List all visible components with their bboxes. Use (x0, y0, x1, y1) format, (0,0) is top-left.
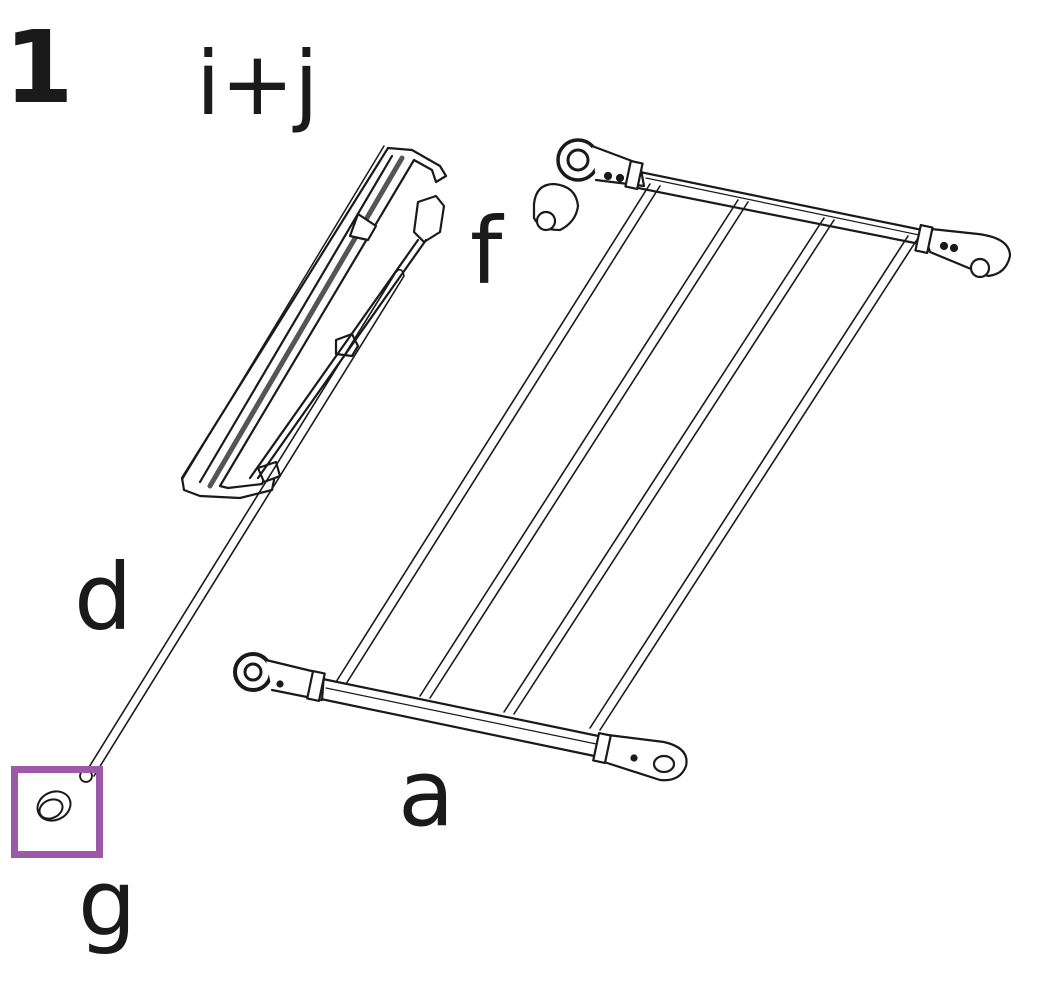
rack-frame-part-a (233, 138, 1012, 782)
step-number: 1 (4, 9, 74, 126)
highlight-box-part-g (11, 766, 103, 858)
end-cap-part-f (532, 182, 580, 232)
part-label-g: g (78, 850, 137, 957)
part-label-d: d (74, 544, 133, 651)
part-label-a: a (398, 740, 455, 847)
part-label-ij: i+j (196, 32, 319, 135)
side-rail-bracket-part-ij (180, 145, 448, 500)
part-label-f: f (470, 198, 503, 305)
foot-cap-part-g (36, 790, 72, 822)
